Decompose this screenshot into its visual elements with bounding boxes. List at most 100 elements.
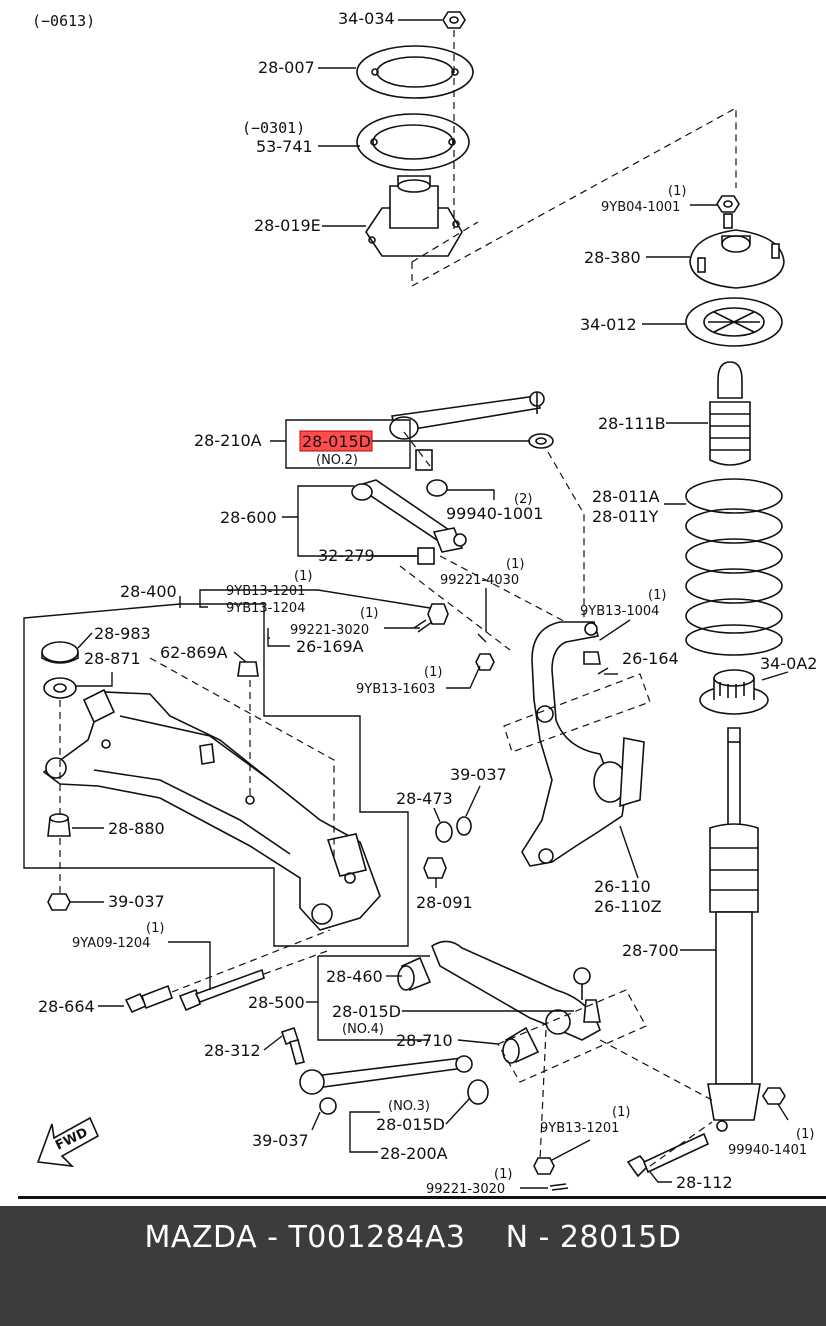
lower-arm-28-500-part [431,940,601,1041]
bolt-28-112-part [626,1132,710,1178]
label-28-700[interactable]: 28-700 [622,941,679,960]
label-53-741[interactable]: 53-741 [256,137,313,156]
fwd-arrow-icon: FWD [36,1116,100,1168]
label-99940-1401[interactable]: 99940-1401 [728,1143,807,1158]
label-26-110[interactable]: 26-110 [594,877,651,896]
label-28-007[interactable]: 28-007 [258,58,315,77]
nut-28-091-part [423,857,447,879]
label-28-015D-no2[interactable]: 28-015D [302,432,371,451]
bushing-28-871-part [43,677,77,699]
label-28-871[interactable]: 28-871 [84,649,141,668]
label-28-312[interactable]: 28-312 [204,1041,261,1060]
nut-39-037-left-part [47,893,71,911]
label-9YB13-1004[interactable]: 9YB13-1004 [580,604,659,619]
label-99940-1401-qty: (1) [796,1127,814,1142]
label-28-019E[interactable]: 28-019E [254,216,321,235]
label-9YA09-1204[interactable]: 9YA09-1204 [72,936,150,951]
label-26-169A[interactable]: 26-169A [296,637,364,656]
label-26-110Z[interactable]: 26-110Z [594,897,662,916]
label-28-015D-no4[interactable]: 28-015D [332,1002,401,1021]
label-34-034[interactable]: 34-034 [338,9,395,28]
label-28-880[interactable]: 28-880 [108,819,165,838]
label-9YA09-1204-qty: (1) [146,921,164,936]
label-28-460[interactable]: 28-460 [326,967,383,986]
label-28-664[interactable]: 28-664 [38,997,95,1016]
shock-absorber-28-700-part [707,727,761,1132]
bottom-rule [18,1196,826,1199]
lateral-link-28-200A-part [299,1055,473,1095]
label-28-091[interactable]: 28-091 [416,893,473,912]
label-9YB04-1001[interactable]: 9YB04-1001 [601,200,680,215]
label-28-200A[interactable]: 28-200A [380,1144,448,1163]
label-28-111B[interactable]: 28-111B [598,414,666,433]
bushing-28-710-part [502,1026,540,1064]
bushing-28-015D-no2-part [528,433,554,449]
plate-28-007-part [356,45,474,99]
bump-stop-28-111B-part [709,361,751,466]
label-26-164[interactable]: 26-164 [622,649,679,668]
label-39-037-c[interactable]: 39-037 [252,1131,309,1150]
label-28-400[interactable]: 28-400 [120,582,177,601]
label-9YB13-1201-b[interactable]: 9YB13-1201 [540,1121,619,1136]
upper-arm-28-210A-part [389,391,545,471]
label-28-500[interactable]: 28-500 [248,993,305,1012]
label-99221-4030-qty: (1) [506,557,524,572]
bolt-28-312-part [280,1026,305,1065]
upper-arm-guide-lines [399,431,601,651]
label-99221-3020-qty-b: (1) [494,1167,512,1182]
label-9YB13-1603[interactable]: 9YB13-1603 [356,682,435,697]
lower-arm-box [317,955,430,1041]
label-99940-1001-qty: (2) [514,492,532,507]
label-28-710[interactable]: 28-710 [396,1031,453,1050]
crossmember-guide-lines [59,657,335,894]
label-28-380[interactable]: 28-380 [584,248,641,267]
label-28-600[interactable]: 28-600 [220,508,277,527]
bolt-9YA09-1204-part [178,968,265,1012]
upper-arm-28-600-part [351,479,467,565]
bolt-62-869A-part [237,661,259,677]
label-9YB13-1201-qty-a: (1) [294,569,312,584]
stopper-28-880-part [47,813,71,837]
label-9YB13-1004-qty: (1) [648,588,666,603]
footer-caption: MAZDA - T001284A3 N - 28015D [144,1220,682,1255]
label-28-015D-no3[interactable]: 28-015D [376,1115,445,1134]
label-99940-1001[interactable]: 99940-1001 [446,504,543,523]
label-32-279[interactable]: 32-279 [318,546,375,565]
label-99221-3020-b[interactable]: 99221-3020 [426,1182,505,1197]
nut-9YB04-1001-part [716,195,740,213]
label-28-112[interactable]: 28-112 [676,1173,733,1192]
bolt-guide-line [171,929,331,993]
spring-seat-34-0A2-part [699,669,769,715]
knuckle-guide-box [503,673,651,753]
gasket-53-741-part [356,113,470,171]
leader-lines [70,19,789,1189]
bolt-28-664-part [124,984,174,1014]
label-9YB13-1603-qty: (1) [424,665,442,680]
header-note: (−0613) [32,12,95,30]
nut-9YB13-1603-part [475,653,495,671]
label-28-011A[interactable]: 28-011A [592,487,660,506]
cotter-99221-3020-top-part [413,619,433,633]
label-9YB13-1204[interactable]: 9YB13-1204 [226,601,305,616]
label-34-0A2[interactable]: 34-0A2 [760,654,817,673]
label-28-983[interactable]: 28-983 [94,624,151,643]
label-9YB13-1201-a[interactable]: 9YB13-1201 [226,584,305,599]
label-28-011Y[interactable]: 28-011Y [592,507,659,526]
label-39-037-a[interactable]: 39-037 [450,765,507,784]
label-99221-3020-a[interactable]: 99221-3020 [290,623,369,638]
active-part-highlight [299,430,373,452]
label-62-869A[interactable]: 62-869A [160,643,228,662]
top-mount-28-380-part [689,213,785,289]
label-9YB04-1001-qty: (1) [668,184,686,199]
label-28-210A[interactable]: 28-210A [194,431,262,450]
label-9YB13-1201-qty-b: (1) [612,1105,630,1120]
parts-diagram: FWD (−0613) 34-034 28-007 (−0301) 53-741… [18,9,826,1199]
label-28-473[interactable]: 28-473 [396,789,453,808]
label-99221-4030[interactable]: 99221-4030 [440,573,519,588]
crossmember-28-400-part [42,688,381,931]
mount-to-strut-guide-box [411,106,737,288]
label-39-037-b[interactable]: 39-037 [108,892,165,911]
label-34-012[interactable]: 34-012 [580,315,637,334]
coil-spring-28-011A-part [685,478,783,656]
